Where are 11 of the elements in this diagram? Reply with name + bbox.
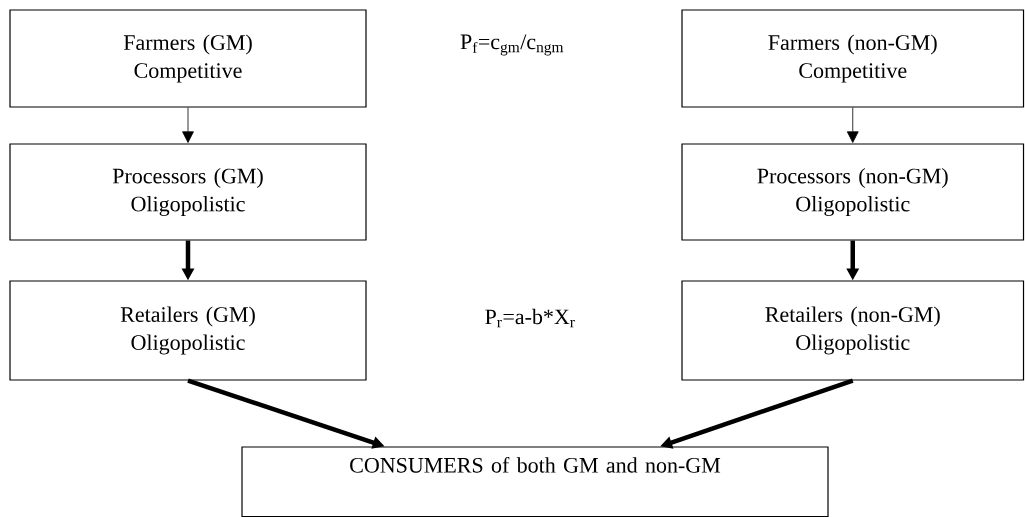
arrow <box>182 107 194 143</box>
formula-label: P$_{f}$=c$_{gm}$/c$_{ngm}$ <box>460 34 564 56</box>
arrow <box>846 107 859 143</box>
market-box: Farmers (GM) Competitive <box>9 9 367 108</box>
market-box: Processors (non-GM) Oligopolistic <box>681 143 1025 241</box>
market-box: Processors (GM) Oligopolistic <box>9 143 367 241</box>
formula-label: P$_{r}$=a-b*X$_{r}$ <box>485 308 575 328</box>
market-box: Farmers (non-GM) Competitive <box>681 9 1025 108</box>
market-box: Retailers (GM) Oligopolistic <box>9 280 367 381</box>
consumer-box: CONSUMERS of both GM and non-GM <box>241 446 829 517</box>
market-box: Retailers (non-GM) Oligopolistic <box>681 280 1025 381</box>
